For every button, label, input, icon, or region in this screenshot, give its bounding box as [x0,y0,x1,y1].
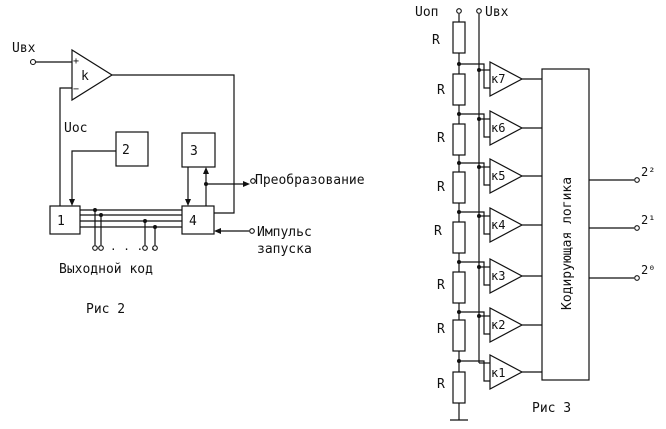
fig3-comparator-k3: к3 [457,258,542,294]
fig3-resistor-label: R [434,224,442,239]
fig2-arrow-block4-to-3 [203,167,209,174]
fig2-conversion-terminal [250,178,256,184]
fig3-comparator-label: к6 [491,121,505,135]
fig3-resistor [452,123,466,156]
fig3-output-1: 2¹ [641,213,655,227]
fig2-block-4-label: 4 [189,214,197,229]
fig3-resistor-label: R [437,131,445,146]
fig3-uvx-terminal [476,8,482,14]
fig3-comparator-label: к3 [491,269,505,283]
fig2-pulse-label-2: запуска [257,242,312,257]
figure-2: Uвх k + − Uос 2 1 3 4 [12,41,365,317]
fig3-resistor [452,371,466,404]
fig3-resistor-label: R [437,83,445,98]
fig3-resistor [452,171,466,204]
fig3-resistor-label: R [437,278,445,293]
fig3-resistor [452,21,466,54]
fig3-comparator-label: к4 [491,218,505,232]
fig2-pulse-terminal [249,228,255,234]
fig3-comparator-k4: к4 [457,207,542,243]
fig2-pulse-arrow [214,228,221,234]
fig2-block-3-label: 3 [190,144,198,159]
fig2-output-code-label: Выходной код [59,262,153,277]
fig2-caption: Рис 2 [86,302,125,317]
fig3-resistor [452,319,466,352]
fig2-amp-output-wire [112,74,235,214]
fig2-output-taps [92,208,158,251]
figure-3: Uоп Uвх Кодирующая логика 2² 2¹ 2⁰ [415,5,655,421]
fig3-resistor-label: R [437,377,445,392]
fig3-comparator-k1: к1 [457,354,542,390]
fig2-uvx-label: Uвх [12,41,36,56]
fig3-resistor [452,271,466,304]
fig3-comparator-label: к2 [491,318,505,332]
fig2-block-3 [181,132,216,168]
fig3-comparator-label: к5 [491,169,505,183]
fig3-uop-label: Uоп [415,5,438,20]
fig2-amp-gain-label: k [81,69,89,84]
fig3-resistor [452,73,466,106]
fig2-block-4 [181,205,215,235]
fig3-comparator-label: к7 [491,72,505,86]
fig2-uvx-terminal [29,58,37,66]
fig3-comparator-k6: к6 [457,110,542,146]
fig3-resistor-label: R [437,180,445,195]
fig3-resistor-label: R [432,33,440,48]
fig2-amplifier [71,48,114,102]
fig3-uop-terminal [456,8,462,14]
fig3-resistor [452,221,466,254]
fig2-block-1 [49,205,81,235]
fig2-conversion-arrow [243,181,250,187]
fig3-comparator-label: к1 [491,366,505,380]
fig2-block-2-label: 2 [122,143,130,158]
fig2-block-1-label: 1 [57,214,65,229]
fig2-block-2 [115,131,149,167]
fig2-pulse-label-1: Импульс [257,225,312,240]
fig3-uvx-label: Uвх [485,5,509,20]
fig3-comparator-k2: к2 [457,307,542,343]
fig3-output-0: 2⁰ [641,263,655,277]
fig3-comparator-k7: к7 [457,61,542,97]
fig2-amp-plus: + [73,56,79,67]
fig3-resistor-label: R [437,322,445,337]
fig2-block2-wire [71,150,116,203]
fig2-ellipsis: . . . . [110,240,156,253]
fig2-amp-minus: − [73,84,79,95]
fig2-arrow-to-block1 [69,199,75,206]
fig3-logic-label: Кодирующая логика [560,177,575,310]
fig2-conversion-label: Преобразование [255,173,365,188]
fig3-resistor-group [452,21,466,404]
fig3-encoding-logic [541,68,590,381]
fig2-arrow-block3-to-4 [185,199,191,206]
fig3-output-2: 2² [641,165,655,179]
fig3-comparator-k5: к5 [457,158,542,194]
fig2-feedback-wire [59,87,72,207]
fig3-outputs [589,177,640,281]
fig3-caption: Рис 3 [532,401,571,416]
fig2-uoc-label: Uос [64,121,87,136]
